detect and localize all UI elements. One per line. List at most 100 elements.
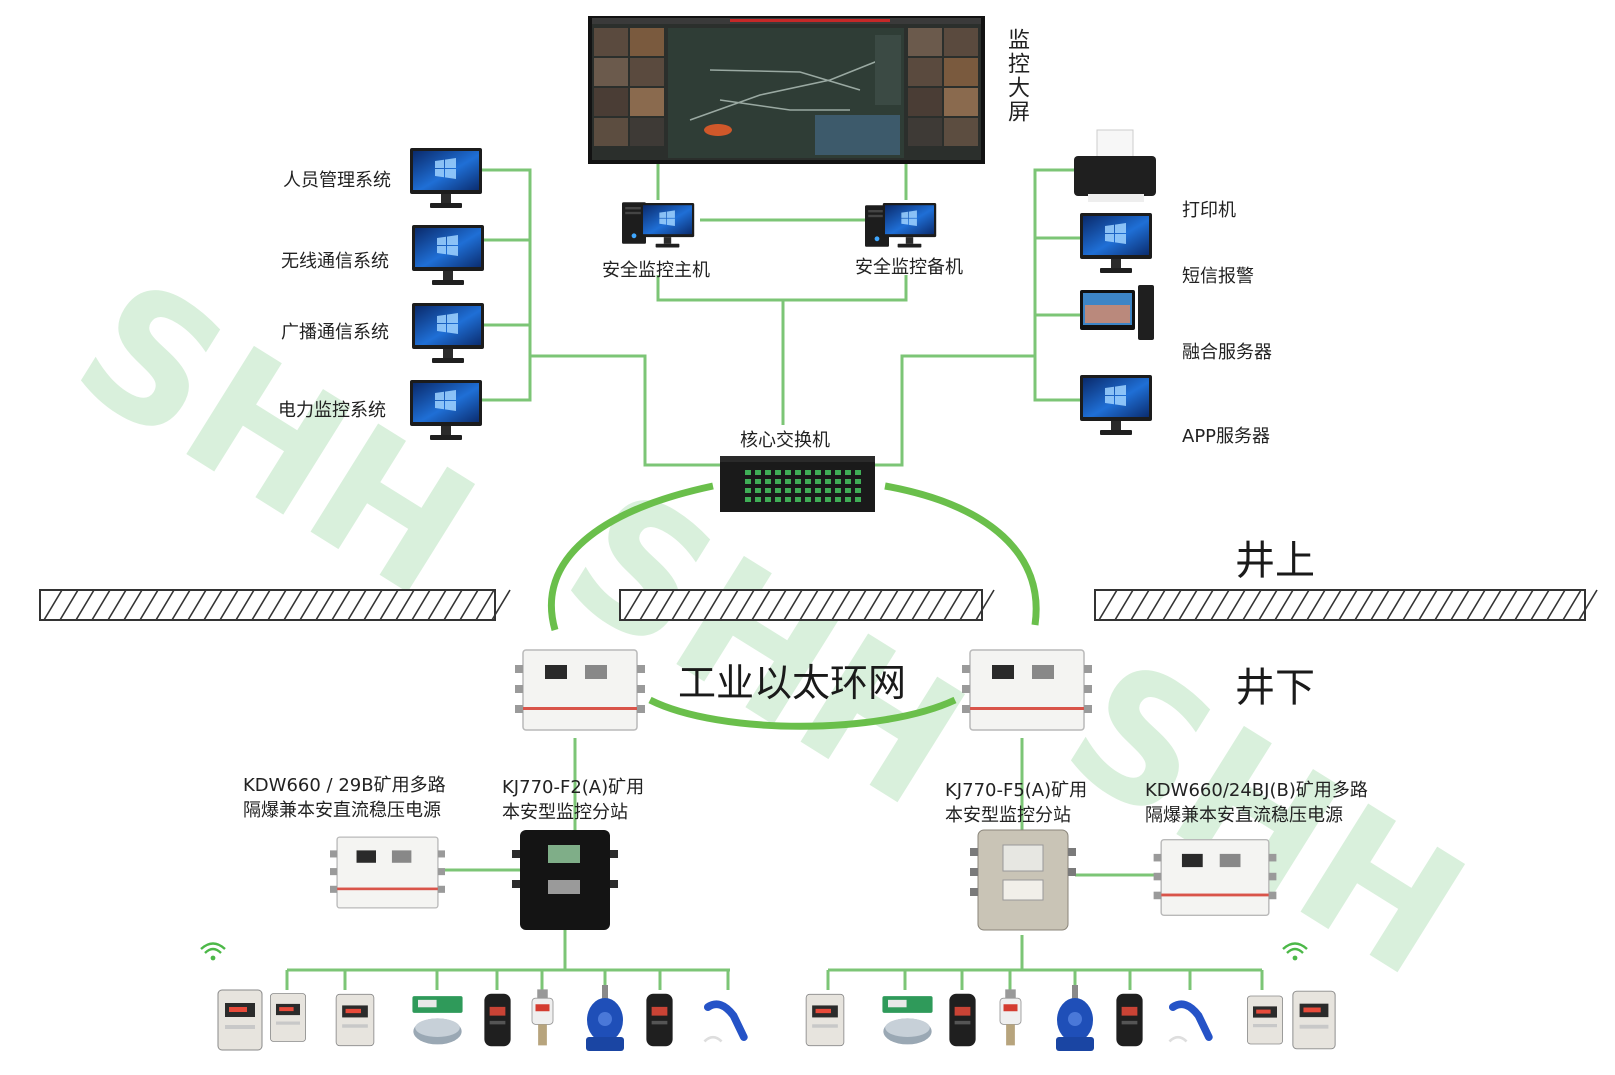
ground-hatch-line (219, 589, 239, 621)
switch-port (795, 470, 801, 475)
ground-hatch-line (959, 589, 979, 621)
switch-port (745, 497, 751, 502)
ring-arc-top-right (884, 482, 1040, 626)
switch-port (755, 488, 761, 493)
core-switch-device (720, 456, 875, 512)
switch-port (775, 479, 781, 484)
line-right-switch (875, 354, 1035, 467)
ground-hatch-line (363, 589, 383, 621)
ground-hatch-line (1418, 589, 1438, 621)
switch-port (785, 497, 791, 502)
right-service-label-1: 打印机 (1182, 200, 1236, 221)
ground-hatch-line (299, 589, 319, 621)
line-right-bus (1033, 168, 1080, 402)
ground-hatch-line (1130, 589, 1150, 621)
switch-port (805, 470, 811, 475)
ground-hatch-line (427, 589, 447, 621)
switch-port (835, 488, 841, 493)
switch-port (745, 470, 751, 475)
switch-port (745, 479, 751, 484)
ground-hatch-line (1354, 589, 1374, 621)
switch-port (765, 497, 771, 502)
power-right-label: KDW660/24BJ(B)矿用多路 隔爆兼本安直流稳压电源 (1145, 778, 1368, 828)
right-service-label-3: 融合服务器 (1182, 342, 1272, 363)
ground-hatch-line (1114, 589, 1134, 621)
line-left-switch (530, 354, 720, 467)
ground-hatch-line (315, 589, 335, 621)
switch-port (755, 470, 761, 475)
ground-hatch-line (1578, 589, 1598, 621)
ground-hatch-line (75, 589, 95, 621)
ground-hatch-line (459, 589, 479, 621)
ground-hatch-line (911, 589, 931, 621)
power-left-label: KDW660 / 29B矿用多路 隔爆兼本安直流稳压电源 (243, 773, 446, 823)
ground-hatch-line (1482, 589, 1502, 621)
switch-port (845, 488, 851, 493)
switch-port (855, 497, 861, 502)
ground-hatch-line (655, 589, 675, 621)
line-left-bus (478, 168, 532, 402)
ground-hatch-line (1258, 589, 1278, 621)
switch-port (855, 488, 861, 493)
switch-port (815, 497, 821, 502)
ground-hatch-line (831, 589, 851, 621)
ground-hatch-line (1514, 589, 1534, 621)
switch-port (825, 479, 831, 484)
station-left-label: KJ770-F2(A)矿用 本安型监控分站 (502, 775, 644, 825)
right-service-monitors (1080, 213, 1154, 435)
switch-port (775, 497, 781, 502)
ground-hatch-line (1098, 589, 1118, 621)
ground-hatch-line (107, 589, 127, 621)
ground-hatch-line (1434, 589, 1454, 621)
power-right-line1: KDW660/24BJ(B)矿用多路 (1145, 780, 1368, 801)
ground-hatch-line (847, 589, 867, 621)
switch-port (775, 488, 781, 493)
switch-port (845, 497, 851, 502)
ground-hatch-line (331, 589, 351, 621)
switch-port (825, 497, 831, 502)
ground-hatch-line (251, 589, 271, 621)
right-service-label-2: 短信报警 (1182, 266, 1254, 287)
switch-port (785, 488, 791, 493)
ground-hatch-line (123, 589, 143, 621)
ground-hatch-line (671, 589, 691, 621)
switch-port (775, 470, 781, 475)
switch-port (815, 470, 821, 475)
ground-hatch-line (139, 589, 159, 621)
ground-hatch-line (943, 589, 963, 621)
switch-port (815, 479, 821, 484)
switch-port (785, 479, 791, 484)
switch-port (805, 497, 811, 502)
ground-hatch-line (155, 589, 175, 621)
ground-hatch-line (1194, 589, 1214, 621)
ground-hatch-line (719, 589, 739, 621)
ground-hatch-line (639, 589, 659, 621)
fusion-server (1080, 285, 1154, 340)
switch-port (785, 470, 791, 475)
ground-hatch-line (1466, 589, 1486, 621)
switch-port (765, 479, 771, 484)
ground-hatch-line (863, 589, 883, 621)
ground-hatch-line (43, 589, 63, 621)
switch-port (805, 479, 811, 484)
ground-hatch-line (703, 589, 723, 621)
station-left-line2: 本安型监控分站 (502, 802, 628, 823)
switch-port (845, 470, 851, 475)
switch-port (755, 479, 761, 484)
ground-hatch-line (1290, 589, 1310, 621)
ground-hatch-line (1562, 589, 1582, 621)
ground-hatch-line (895, 589, 915, 621)
left-system-label-4: 电力监控系统 (278, 400, 386, 421)
switch-port (835, 479, 841, 484)
left-system-label-1: 人员管理系统 (283, 170, 391, 191)
switch-port (765, 470, 771, 475)
station-left-line1: KJ770-F2(A)矿用 (502, 777, 645, 798)
monitoring-wall-screen (588, 16, 985, 164)
switch-port (745, 488, 751, 493)
ground-hatch-line (171, 589, 191, 621)
ground-hatch-line (475, 589, 495, 621)
power-left-line2: 隔爆兼本安直流稳压电源 (243, 800, 441, 821)
